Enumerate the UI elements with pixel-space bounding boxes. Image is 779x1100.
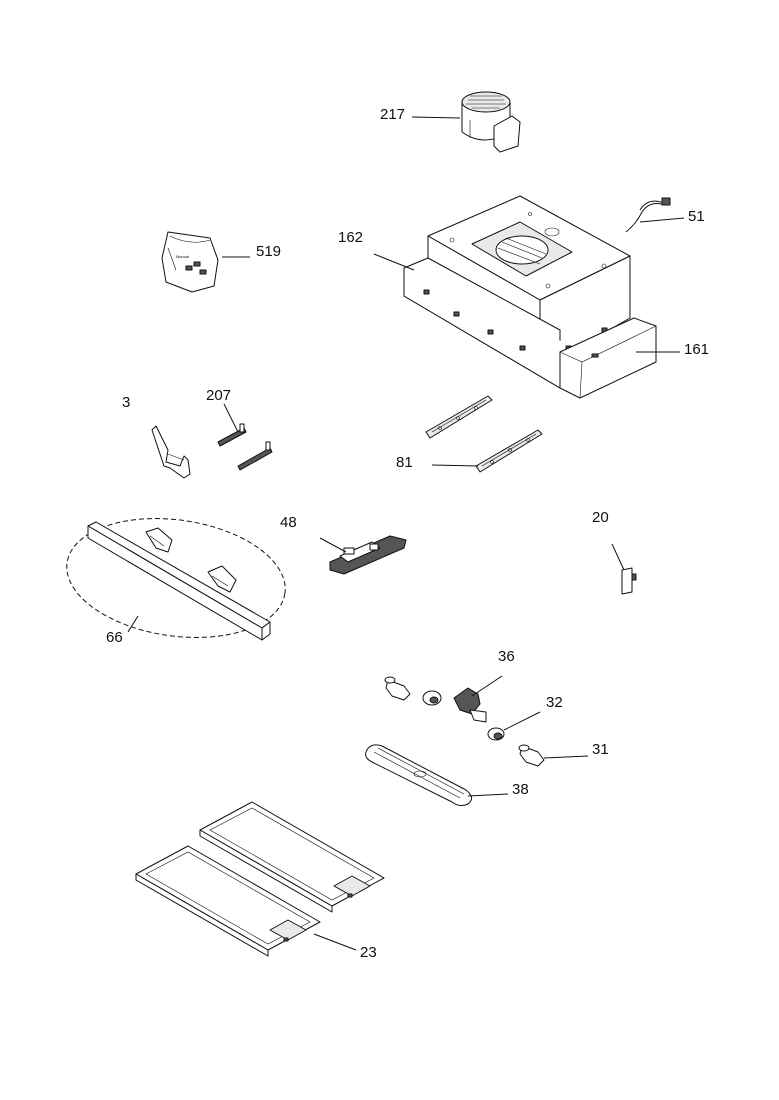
leader-51 (639, 217, 685, 223)
part-clips (217, 423, 273, 471)
label-36: 36 (498, 648, 515, 665)
label-519: 519 (256, 243, 281, 260)
label-48: 48 (280, 514, 297, 531)
leader-31 (543, 755, 589, 759)
label-23: 23 (360, 944, 377, 961)
label-81: 81 (396, 454, 413, 471)
label-20: 20 (592, 509, 609, 526)
label-217: 217 (380, 106, 405, 123)
part-knob-clip (621, 567, 637, 595)
leader-48 (319, 537, 347, 553)
label-207: 207 (206, 387, 231, 404)
leader-20 (611, 543, 625, 571)
part-hood-housing (403, 195, 631, 389)
label-51: 51 (688, 208, 705, 225)
label-32: 32 (546, 694, 563, 711)
part-lamp-socket (487, 727, 505, 741)
label-161: 161 (684, 341, 709, 358)
leader-81 (431, 464, 479, 467)
part-front-panel (559, 317, 657, 399)
part-bulb-left (384, 676, 411, 701)
part-light-cover (365, 744, 472, 807)
part-grease-filters (135, 801, 385, 957)
part-bracket (151, 425, 191, 479)
part-slide-rails (425, 395, 543, 473)
leader-207 (223, 403, 239, 433)
label-66: 66 (106, 629, 123, 646)
leader-217 (411, 116, 461, 119)
label-162: 162 (338, 229, 363, 246)
label-3: 3 (122, 394, 130, 411)
leader-36 (471, 675, 503, 697)
leader-162 (373, 253, 415, 271)
leader-66 (127, 615, 139, 633)
part-lamp-socket-left (422, 690, 442, 706)
leader-23 (313, 933, 357, 951)
label-38: 38 (512, 781, 529, 798)
part-bulb (518, 744, 545, 767)
part-duct-collar (461, 91, 521, 153)
part-trim-bar-kit (66, 518, 286, 641)
part-control-switch (329, 535, 407, 575)
part-accessory-bag: Manual (161, 231, 219, 293)
part-lamp-holder (453, 687, 487, 723)
part-power-cable (625, 197, 671, 233)
label-31: 31 (592, 741, 609, 758)
svg-text:Manual: Manual (176, 254, 189, 259)
leader-38 (467, 793, 509, 797)
leader-32 (503, 711, 541, 731)
